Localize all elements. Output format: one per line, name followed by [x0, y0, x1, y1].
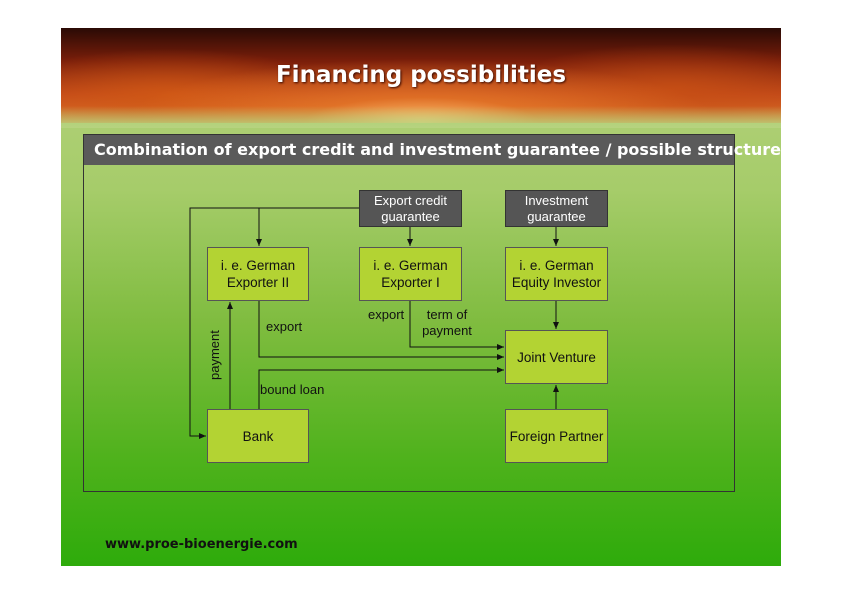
- joint-venture-box: Joint Venture: [505, 330, 608, 384]
- slide: Financing possibilities Combination of e…: [61, 28, 781, 566]
- term-of-payment-label: term of payment: [422, 307, 472, 338]
- slide-title: Financing possibilities: [275, 62, 567, 88]
- exporter-ii-box: i. e. German Exporter II: [207, 247, 309, 301]
- equity-investor-box: i. e. German Equity Investor: [505, 247, 608, 301]
- exporter-i-box: i. e. German Exporter I: [359, 247, 462, 301]
- bank-box: Bank: [207, 409, 309, 463]
- investment-guarantee-box: Investment guarantee: [505, 190, 608, 227]
- export-label-left: export: [266, 319, 303, 334]
- panel-title: Combination of export credit and investm…: [84, 135, 781, 165]
- foreign-partner-box: Foreign Partner: [505, 409, 608, 463]
- diagram-panel: Combination of export credit and investm…: [83, 134, 781, 492]
- export-credit-guarantee-box: Export credit guarantee: [359, 190, 462, 227]
- payment-label: payment: [207, 330, 222, 380]
- footer-url: www.proe-bioenergie.com: [105, 537, 298, 552]
- export-label-middle: export: [368, 307, 405, 322]
- banner-fade: [61, 106, 781, 128]
- bound-loan-label: bound loan: [260, 382, 325, 397]
